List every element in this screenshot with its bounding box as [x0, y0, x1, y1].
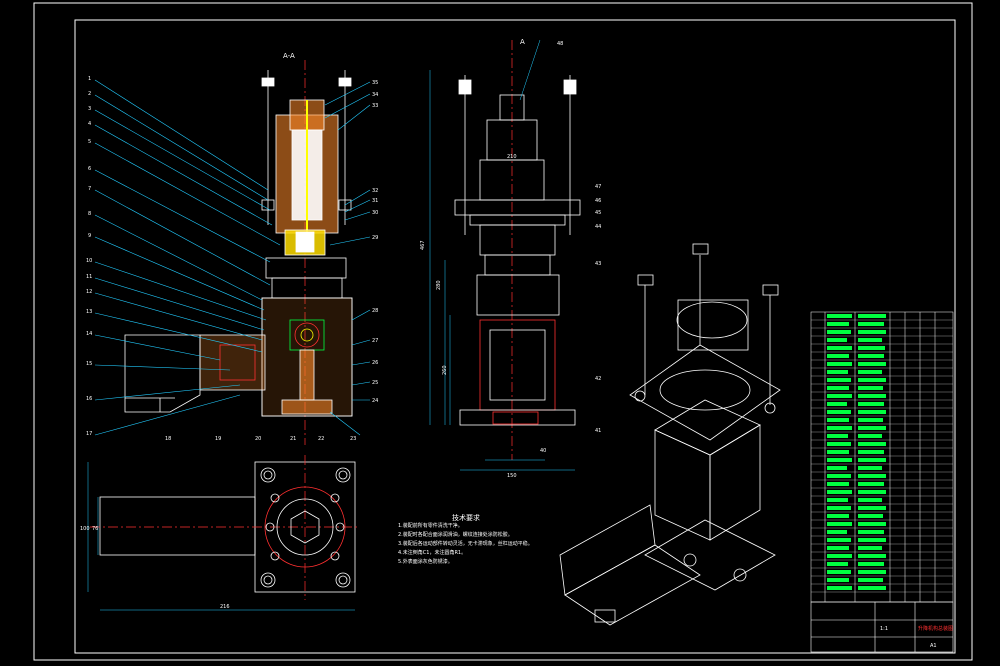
- part-no-9: 9: [88, 233, 91, 239]
- part-no-14: 14: [86, 331, 92, 337]
- part-no-46: 46: [595, 198, 601, 204]
- part-no-28: 28: [372, 308, 378, 314]
- parts-list-table: [810, 311, 954, 603]
- tech-req-title: 技术要求: [452, 513, 480, 522]
- part-no-24: 24: [372, 398, 378, 404]
- dim-top-width: 210: [507, 154, 517, 160]
- part-no-35: 35: [372, 80, 378, 86]
- part-no-43: 43: [595, 261, 601, 267]
- part-no-11: 11: [86, 274, 92, 280]
- side-view-label: A: [520, 38, 525, 46]
- title-block-scale: 1:1: [880, 626, 888, 632]
- title-block-drawing-name: 升降机构总装图: [918, 625, 953, 632]
- parts-list-content: [827, 314, 886, 590]
- plan-view: [90, 455, 360, 600]
- dim-lower-height: 260: [442, 365, 448, 375]
- part-no-26: 26: [372, 360, 378, 366]
- part-no-17: 17: [86, 431, 92, 437]
- part-no-21: 21: [290, 436, 296, 442]
- part-no-1: 1: [88, 76, 91, 82]
- part-no-31: 31: [372, 198, 378, 204]
- section-view-left: [124, 60, 353, 445]
- leader-lines-right: [324, 81, 371, 436]
- part-no-6: 6: [88, 166, 91, 172]
- part-no-48: 48: [557, 41, 563, 47]
- tech-req-line-2: 2.装配时各配合面涂润滑油，螺纹连接处涂防松胶。: [398, 531, 513, 538]
- part-no-29: 29: [372, 235, 378, 241]
- part-no-45: 45: [595, 210, 601, 216]
- plan-dimensions: [87, 462, 355, 611]
- section-label: A-A: [283, 52, 295, 60]
- part-number-labels: 1 2 3 4 5 6 7 8 9 10 11 12 13 14 15 16 1…: [86, 76, 378, 442]
- part-no-27: 27: [372, 338, 378, 344]
- title-block: [810, 601, 954, 653]
- side-part-numbers: 48 47 46 45 44 43 42 41 40: [540, 41, 601, 454]
- tech-req-line-5: 5.外表面涂灰色防锈漆。: [398, 558, 453, 565]
- title-block-sheet: A1: [930, 643, 937, 649]
- part-no-16: 16: [86, 396, 92, 402]
- part-no-20: 20: [255, 436, 261, 442]
- side-view: [454, 40, 581, 460]
- parts-list-rows: [811, 319, 953, 593]
- tech-req-line-3: 3.装配后各运动部件转动灵活，无卡滞现象，丝杠运动平稳。: [398, 540, 533, 547]
- part-no-10: 10: [86, 258, 92, 264]
- part-no-4: 4: [88, 121, 91, 127]
- dim-plan-height-b: 76: [92, 526, 98, 532]
- dim-mid-height: 280: [436, 280, 442, 290]
- part-no-23: 23: [350, 436, 356, 442]
- part-no-32: 32: [372, 188, 378, 194]
- part-no-18: 18: [165, 436, 171, 442]
- part-no-34: 34: [372, 92, 378, 98]
- tech-req-line-1: 1.装配前所有零件清洗干净。: [398, 522, 463, 529]
- inner-frame: [74, 19, 956, 654]
- part-no-2: 2: [88, 91, 91, 97]
- part-no-8: 8: [88, 211, 91, 217]
- side-view-dimensions: [429, 39, 575, 471]
- part-no-19: 19: [215, 436, 221, 442]
- dim-plan-width: 216: [220, 604, 230, 610]
- part-no-5: 5: [88, 139, 91, 145]
- part-no-44: 44: [595, 224, 601, 230]
- part-no-33: 33: [372, 103, 378, 109]
- isometric-view: [559, 243, 781, 626]
- tech-requirements: 技术要求 1.装配前所有零件清洗干净。 2.装配时各配合面涂润滑油，螺纹连接处涂…: [398, 513, 533, 565]
- dim-base-width: 150: [507, 473, 517, 479]
- part-no-22: 22: [318, 436, 324, 442]
- part-no-12: 12: [86, 289, 92, 295]
- part-no-3: 3: [88, 106, 91, 112]
- part-no-30: 30: [372, 210, 378, 216]
- outer-frame: [33, 2, 973, 661]
- dim-plan-height-a: 100: [80, 526, 90, 532]
- tech-req-line-4: 4.未注倒角C1，未注圆角R1。: [398, 549, 466, 556]
- part-no-13: 13: [86, 309, 92, 315]
- part-no-15: 15: [86, 361, 92, 367]
- part-no-42: 42: [595, 376, 601, 382]
- part-no-40: 40: [540, 448, 546, 454]
- dim-total-height: 467: [420, 240, 426, 250]
- part-no-41: 41: [595, 428, 601, 434]
- part-no-25: 25: [372, 380, 378, 386]
- leader-lines-left: [94, 79, 281, 436]
- part-no-47: 47: [595, 184, 601, 190]
- part-no-7: 7: [88, 186, 91, 192]
